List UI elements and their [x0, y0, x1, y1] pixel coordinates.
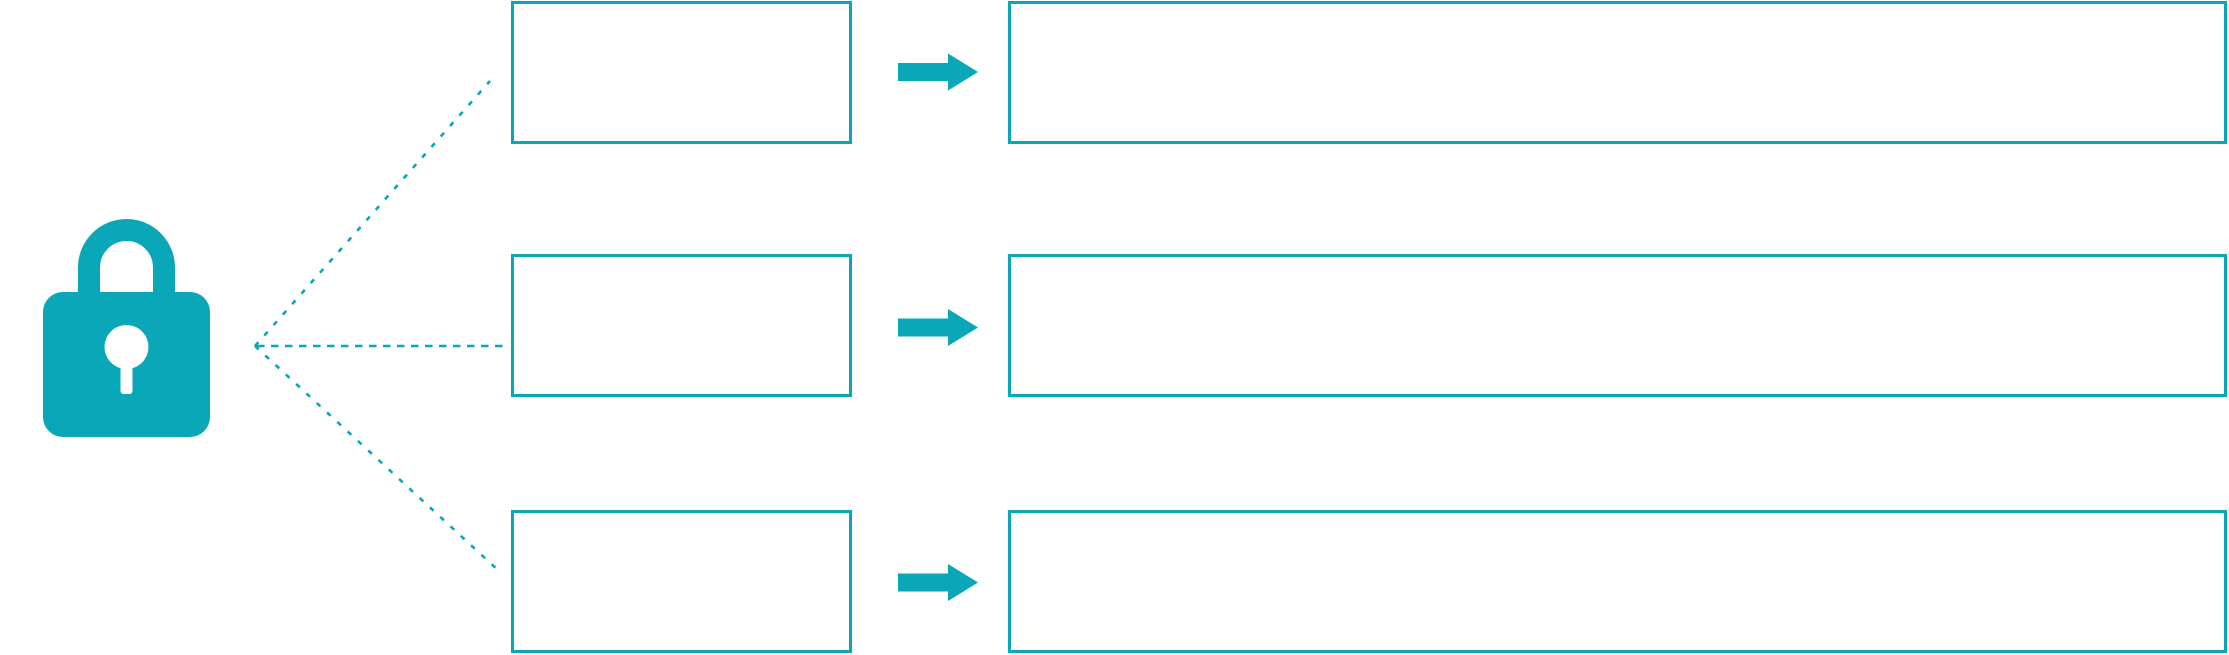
connector-dashed-top: [254, 80, 491, 347]
arrow-right-icon: [898, 564, 978, 601]
row-3-label-box: [511, 510, 852, 653]
arrow-right-icon: [898, 309, 978, 346]
lock-icon: [43, 219, 210, 437]
lock-keyhole-circle: [104, 325, 149, 369]
lock-keyhole-stem: [120, 347, 133, 394]
row-3-content-box: [1008, 510, 2227, 653]
connector-dashed-bottom: [254, 345, 501, 573]
row-2-content-box: [1008, 254, 2227, 397]
row-1-label-box: [511, 1, 852, 144]
arrow-right-icon: [898, 53, 978, 91]
lock-shackle: [78, 219, 175, 297]
row-1-content-box: [1008, 1, 2227, 144]
lock-body: [43, 292, 210, 437]
connector-lines: [254, 80, 507, 573]
row-2-label-box: [511, 254, 852, 397]
